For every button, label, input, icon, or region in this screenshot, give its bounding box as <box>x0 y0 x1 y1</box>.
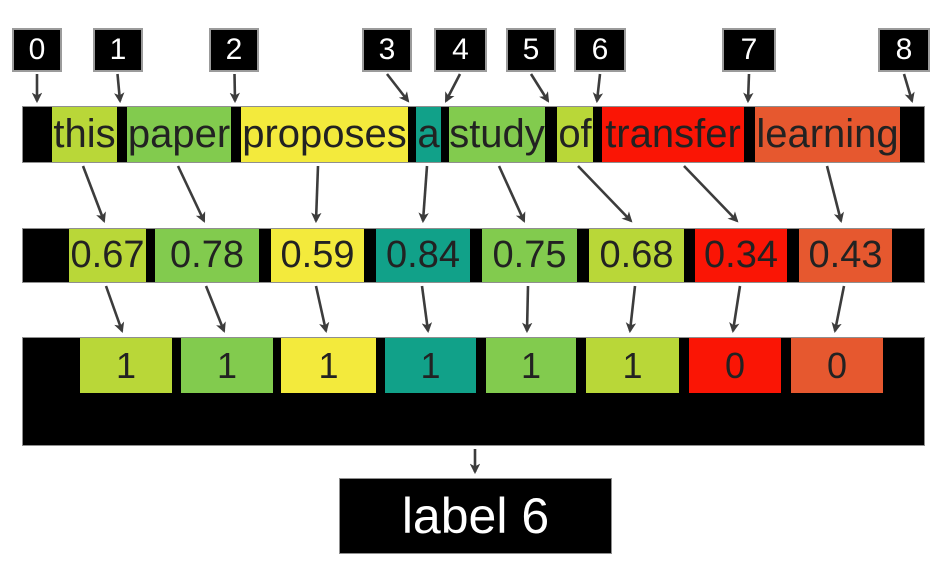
token-this: this <box>52 107 117 162</box>
binary-paper: 1 <box>181 338 273 393</box>
index-box-4: 4 <box>434 28 487 72</box>
index-box-5: 5 <box>506 28 556 72</box>
word-to-score-arrows <box>81 165 844 224</box>
index-box-6: 6 <box>574 28 626 72</box>
binary-proposes: 1 <box>281 338 376 393</box>
score-study: 0.75 <box>482 229 577 282</box>
index-box-2: 2 <box>209 28 259 72</box>
binary-bar: 1 1 1 1 1 1 0 0 <box>22 337 925 446</box>
index-box-0: 0 <box>12 28 62 72</box>
index-box-1: 1 <box>93 28 143 72</box>
index-box-3: 3 <box>362 28 412 72</box>
output-label-text: label 6 <box>401 488 550 544</box>
token-a: a <box>416 107 441 162</box>
output-label-box: label 6 <box>339 478 612 554</box>
score-bar: 0.67 0.78 0.59 0.84 0.75 0.68 0.34 0.43 <box>22 228 925 283</box>
binary-learning: 0 <box>791 338 883 393</box>
score-proposes: 0.59 <box>271 229 364 282</box>
token-paper: paper <box>127 107 231 162</box>
score-learning: 0.43 <box>799 229 892 282</box>
token-study: study <box>449 107 545 162</box>
binary-of: 1 <box>586 338 679 393</box>
score-paper: 0.78 <box>155 229 259 282</box>
binary-transfer: 0 <box>689 338 781 393</box>
token-proposes: proposes <box>241 107 408 162</box>
score-a: 0.84 <box>376 229 470 282</box>
token-bar: this paper proposes a study of transfer … <box>22 106 925 163</box>
binary-this: 1 <box>80 338 172 393</box>
token-transfer: transfer <box>602 107 744 162</box>
token-of: of <box>557 107 593 162</box>
score-transfer: 0.34 <box>695 229 787 282</box>
score-of: 0.68 <box>589 229 684 282</box>
index-to-word-arrows <box>31 73 915 104</box>
score-this: 0.67 <box>69 229 146 282</box>
binary-study: 1 <box>486 338 576 393</box>
binary-a: 1 <box>385 338 476 393</box>
index-box-7: 7 <box>722 28 776 72</box>
score-to-binary-arrows <box>104 285 846 334</box>
index-box-8: 8 <box>878 28 930 72</box>
token-learning: learning <box>755 107 900 162</box>
